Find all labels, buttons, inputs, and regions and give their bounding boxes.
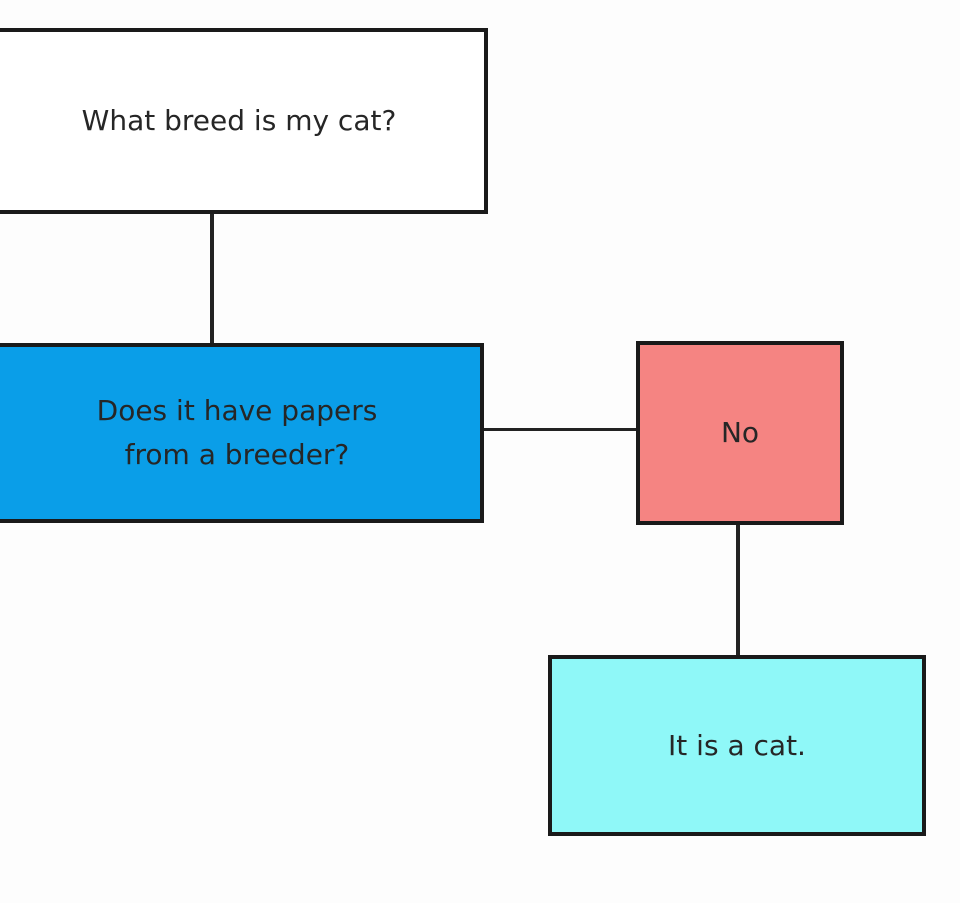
node-papers-label: Does it have papers from a breeder? [96, 394, 378, 471]
connector-papers-to-no [482, 428, 638, 431]
node-result: It is a cat. [548, 655, 926, 836]
node-question-label: What breed is my cat? [81, 104, 397, 137]
connector-question-to-papers [210, 212, 214, 345]
connector-no-to-result [736, 523, 740, 657]
node-no: No [636, 341, 844, 525]
node-no-label: No [720, 416, 760, 449]
node-result-label: It is a cat. [668, 728, 806, 762]
node-question: What breed is my cat? [0, 28, 488, 214]
node-papers-from-breeder: Does it have papers from a breeder? [0, 343, 484, 523]
